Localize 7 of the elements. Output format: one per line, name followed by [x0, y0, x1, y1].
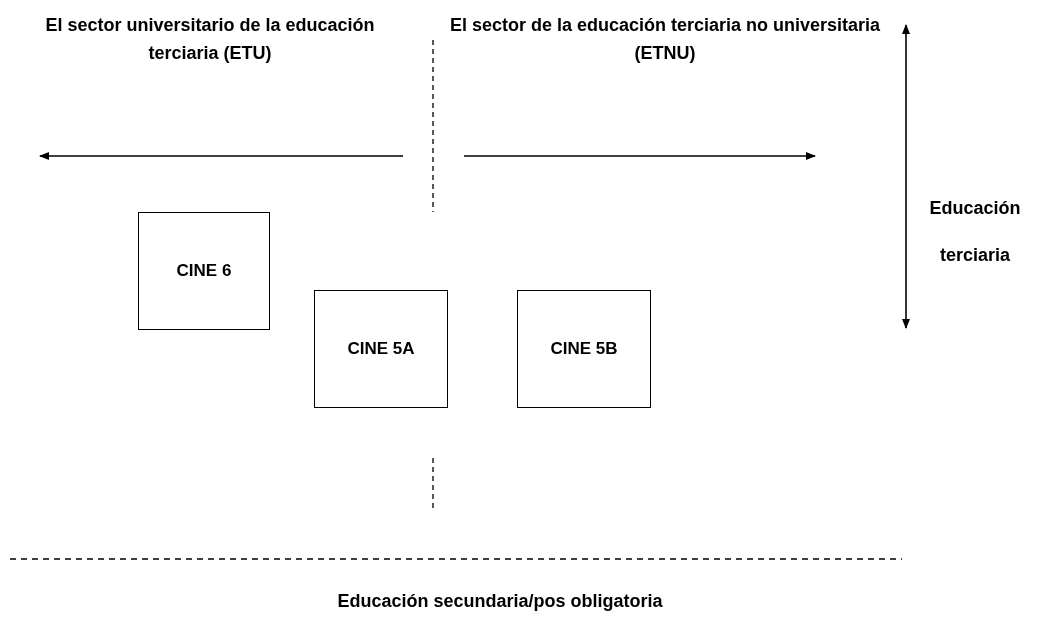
level-box: CINE 5A	[314, 290, 448, 408]
level-box: CINE 5B	[517, 290, 651, 408]
level-label: Educación secundaria/pos obligatoria	[336, 590, 664, 613]
level-box: CINE 6	[138, 212, 270, 330]
sector-heading: El sector universitario de la educación terciaria (ETU)	[44, 14, 376, 65]
sector-heading: El sector de la educación terciaria no universitaria (ETNU)	[448, 14, 882, 65]
axis-label: Educación terciaria	[928, 197, 1022, 267]
